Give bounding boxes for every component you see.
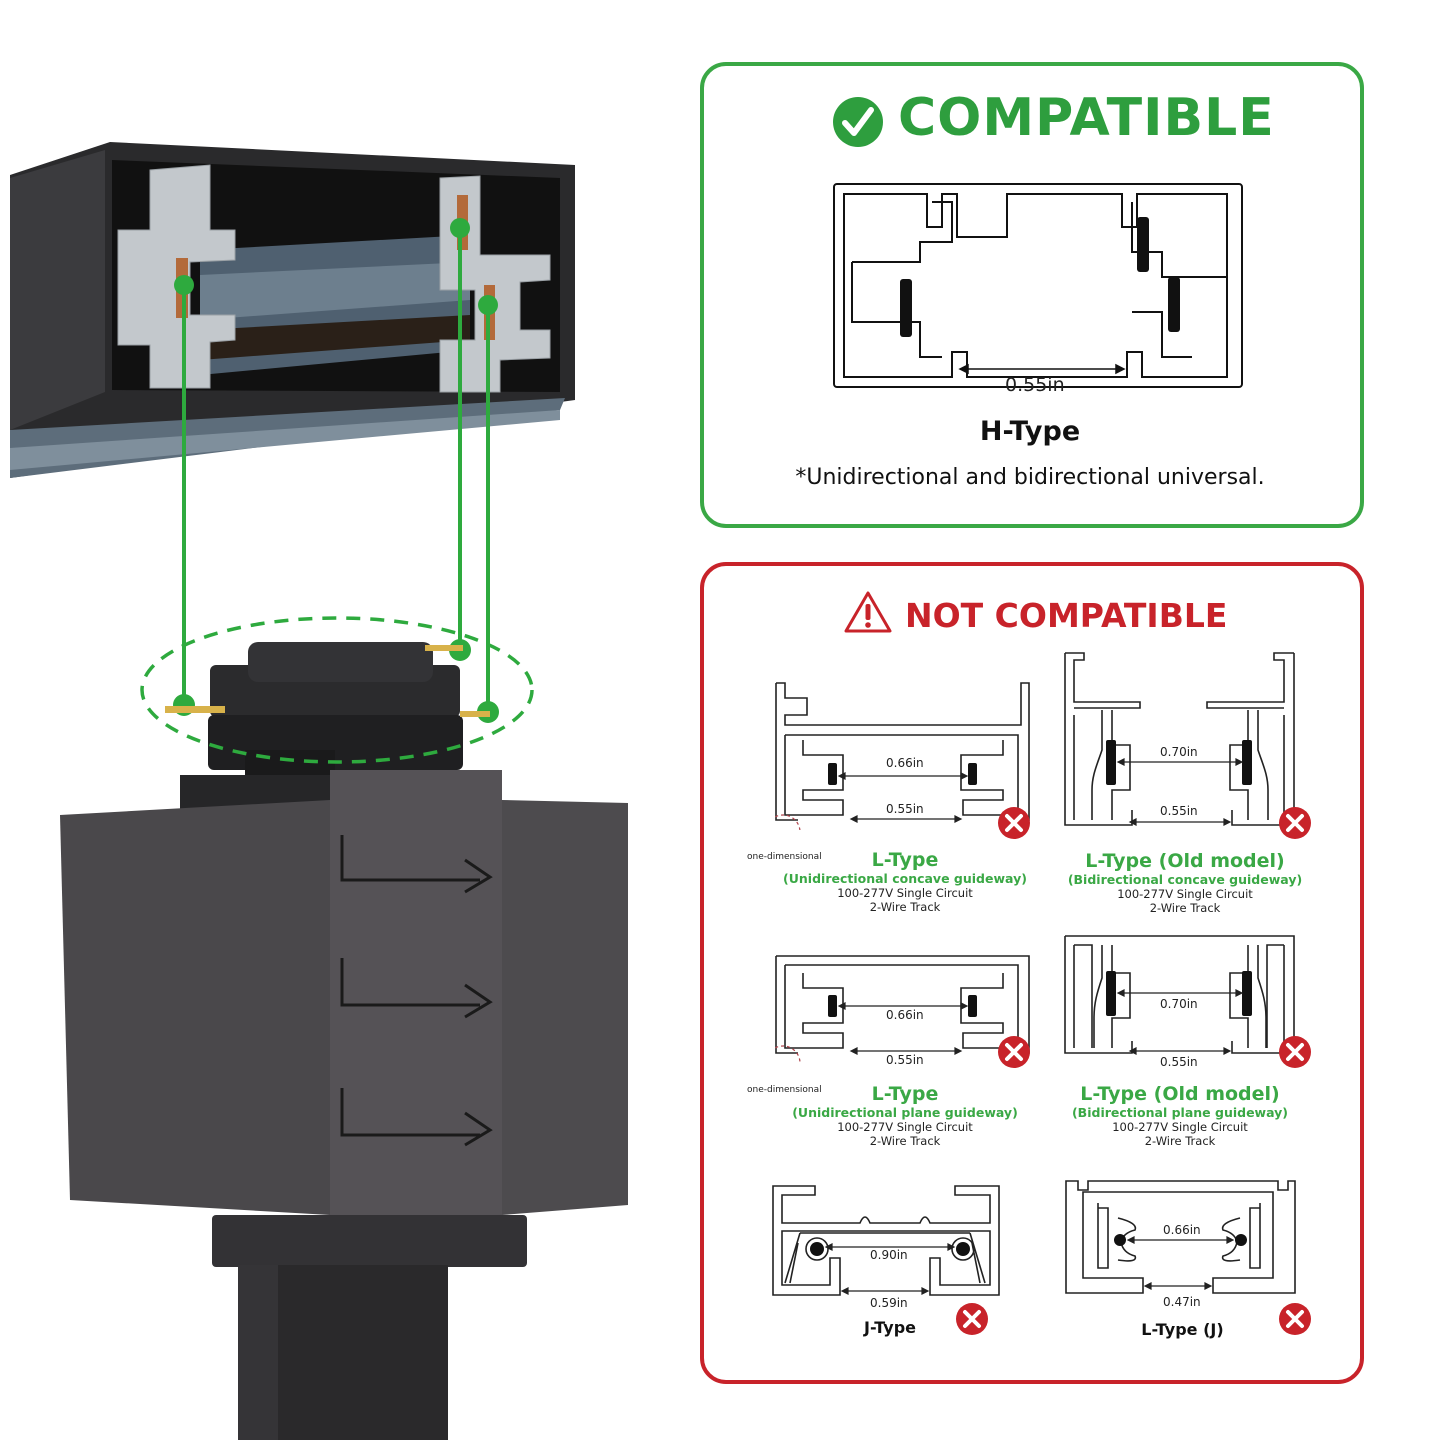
adapter-body [60, 770, 628, 1440]
compatibility-note: *Unidirectional and bidirectional univer… [795, 465, 1265, 490]
dim-bottom: 0.59in [870, 1296, 908, 1310]
check-circle-icon [833, 97, 883, 147]
not-compatible-heading: NOT COMPATIBLE [905, 596, 1228, 635]
x-circle-icon [1279, 1303, 1311, 1335]
track-subtitle: (Unidirectional plane guideway) [792, 1105, 1018, 1120]
j-type-diagram [772, 1185, 1000, 1296]
compatible-panel [700, 62, 1364, 528]
track-spec: 2-Wire Track [869, 900, 941, 914]
track-subtitle: (Bidirectional concave guideway) [1067, 872, 1303, 887]
dim-bottom: 0.55in [1160, 1055, 1198, 1069]
product-illustration [10, 142, 628, 1440]
track-subtitle: (Bidirectional plane guideway) [1071, 1105, 1289, 1120]
dim-top: 0.90in [870, 1248, 908, 1262]
h-type-dimension: 0.55in [1005, 374, 1065, 396]
track-rail [10, 142, 575, 478]
track-spec: 2-Wire Track [1144, 1134, 1216, 1148]
track-name: L-Type [871, 1083, 939, 1105]
h-type-label: H-Type [979, 416, 1081, 447]
l-type-old-plane-diagram [1064, 935, 1295, 1055]
track-spec: 2-Wire Track [1149, 901, 1221, 915]
warning-triangle-icon [844, 591, 892, 633]
dim-bottom: 0.55in [886, 802, 924, 816]
x-circle-icon [998, 807, 1030, 839]
dim-top: 0.66in [1163, 1223, 1201, 1237]
track-caption: L-Type (Old model) (Bidirectional concav… [1060, 850, 1310, 915]
compatible-heading: COMPATIBLE [898, 88, 1275, 148]
track-name: L-Type (Old model) [1080, 1083, 1280, 1105]
track-spec: 100-277V Single Circuit [837, 1120, 973, 1134]
track-name: J-Type [864, 1318, 916, 1337]
dim-top: 0.70in [1160, 745, 1198, 759]
track-name: L-Type (J) [1141, 1320, 1224, 1339]
dim-top: 0.66in [886, 756, 924, 770]
dim-top: 0.66in [886, 1008, 924, 1022]
l-type-j-diagram [1065, 1180, 1296, 1294]
track-subtitle: (Unidirectional concave guideway) [783, 871, 1027, 886]
track-spec: 100-277V Single Circuit [1117, 887, 1253, 901]
track-spec: 100-277V Single Circuit [1112, 1120, 1248, 1134]
dim-bottom: 0.47in [1163, 1295, 1201, 1309]
callout-label: one-dimensional [747, 1085, 822, 1095]
dim-bottom: 0.55in [1160, 804, 1198, 818]
l-type-old-concave-diagram [1064, 652, 1295, 826]
x-circle-icon [998, 1036, 1030, 1068]
adapter-head [140, 616, 534, 790]
track-caption: L-Type (Unidirectional concave guideway)… [780, 849, 1030, 914]
track-caption: L-Type (Unidirectional plane guideway) 1… [780, 1083, 1030, 1148]
dim-top: 0.70in [1160, 997, 1198, 1011]
connector-lines [173, 218, 499, 723]
track-name: L-Type [871, 849, 939, 871]
track-caption: L-Type (Old model) (Bidirectional plane … [1055, 1083, 1305, 1148]
x-circle-icon [1279, 807, 1311, 839]
x-circle-icon [956, 1303, 988, 1335]
l-type-plane-diagram [773, 955, 1030, 1063]
dim-bottom: 0.55in [886, 1053, 924, 1067]
callout-label: one-dimensional [747, 852, 822, 862]
track-name: L-Type (Old model) [1085, 850, 1285, 872]
track-spec: 100-277V Single Circuit [837, 886, 973, 900]
h-type-track-diagram [833, 183, 1243, 388]
l-type-concave-diagram [773, 682, 1030, 830]
x-circle-icon [1279, 1036, 1311, 1068]
track-spec: 2-Wire Track [869, 1134, 941, 1148]
